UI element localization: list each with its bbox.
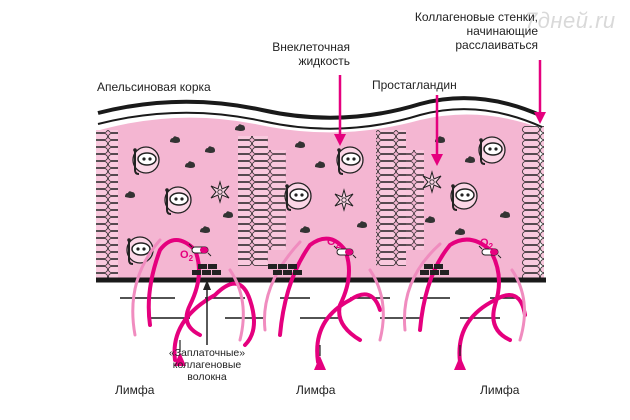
callout-arrows xyxy=(334,60,546,166)
collagen-septa xyxy=(96,126,544,278)
label-collagen-walls: Коллагеновые стенки, начинающие расслаив… xyxy=(380,10,538,52)
patch-pointer xyxy=(203,280,211,345)
label-lymph-2: Лимфа xyxy=(296,383,336,397)
label-patch-fibers: «Заплаточные» коллагеновые волокна xyxy=(160,347,254,383)
lymph-pointers xyxy=(179,340,461,356)
label-extracellular-fluid: Внеклеточная жидкость xyxy=(250,40,350,68)
label-orange-peel: Апельсиновая корка xyxy=(97,80,211,94)
fat-cell xyxy=(478,136,506,165)
septum-mid-left xyxy=(238,136,268,266)
label-line: начинающие xyxy=(466,24,538,38)
fat-cell xyxy=(126,236,154,265)
lymph-drop-icon xyxy=(174,352,186,366)
fat-cell xyxy=(284,182,312,211)
septum-right xyxy=(522,126,544,278)
label-line: Внеклеточная xyxy=(272,40,350,54)
label-prostaglandin: Простагландин xyxy=(372,78,457,92)
skin-surface-inner xyxy=(97,108,543,130)
septum-mid-right-b xyxy=(406,150,424,250)
septum-left xyxy=(96,130,118,278)
o2-subscript: 2 xyxy=(188,254,194,264)
o2-letter: O xyxy=(327,236,336,248)
septum-mid-left-b xyxy=(268,150,286,250)
watermark: 7дней.ru xyxy=(525,8,616,33)
label-line: коллагеновые xyxy=(172,359,242,371)
label-line: расслаиваться xyxy=(455,38,538,52)
fat-cell xyxy=(164,186,192,215)
label-o2-2: O2 xyxy=(327,235,340,253)
o2-subscript: 2 xyxy=(335,241,341,251)
label-line: «Заплаточные» xyxy=(168,347,246,359)
fat-cell xyxy=(450,182,478,211)
lymph-drop-icon xyxy=(454,356,466,370)
fat-cell xyxy=(336,146,364,175)
dashed-lower-layer xyxy=(120,297,520,319)
o2-subscript: 2 xyxy=(488,242,494,252)
label-line: волокна xyxy=(187,371,227,383)
fat-cell xyxy=(132,146,160,175)
o2-letter: O xyxy=(180,249,189,261)
label-lymph-3: Лимфа xyxy=(480,383,520,397)
label-o2-1: O2 xyxy=(180,248,193,266)
lymph-markers xyxy=(174,352,466,370)
lymph-drop-icon xyxy=(314,356,326,370)
septum-mid-right xyxy=(376,130,406,266)
lymph-vessels-light xyxy=(131,238,526,342)
skin-surface-outer xyxy=(97,96,543,120)
o2-letter: O xyxy=(480,237,489,249)
label-o2-3: O2 xyxy=(480,236,493,254)
label-line: жидкость xyxy=(298,54,350,68)
fat-tissue xyxy=(100,114,540,278)
label-lymph-1: Лимфа xyxy=(115,383,155,397)
label-line: Коллагеновые стенки, xyxy=(414,10,538,24)
